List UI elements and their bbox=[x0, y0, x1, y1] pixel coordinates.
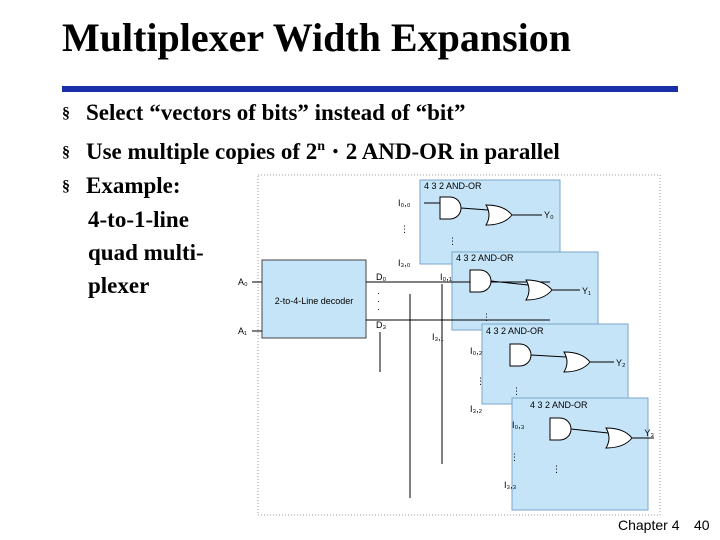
bullet-marker-icon: § bbox=[62, 105, 70, 122]
ellipsis: ⋮ bbox=[552, 464, 561, 474]
decoder-output-d0: D₀ bbox=[376, 272, 386, 282]
bullet-list: § Select “vectors of bits” instead of “bi… bbox=[62, 96, 560, 302]
select-input-a0: A₀ bbox=[238, 277, 248, 287]
output-label: Y₃ bbox=[644, 428, 654, 438]
data-input-label: I₃,₂ bbox=[470, 404, 483, 414]
output-label: Y₀ bbox=[544, 210, 554, 220]
data-input-label: I₀,₀ bbox=[398, 198, 411, 208]
ellipsis: · bbox=[377, 304, 380, 314]
ellipsis: ⋮ bbox=[476, 376, 485, 386]
stage-header: 4 3 2 AND-OR bbox=[530, 400, 588, 410]
bullet-text: Select “vectors of bits” instead of “bit… bbox=[86, 100, 466, 125]
decoder-label: 2-to-4-Line decoder bbox=[275, 296, 354, 306]
stage-panel-2 bbox=[481, 323, 629, 405]
page-number: 40 bbox=[694, 517, 710, 533]
and-gate bbox=[549, 417, 572, 441]
data-input-label: I₀,₃ bbox=[512, 420, 525, 430]
stage-header: 4 3 2 AND-OR bbox=[486, 326, 544, 336]
select-input-a1: A₁ bbox=[238, 326, 247, 336]
wire bbox=[530, 354, 567, 358]
bullet-item: § Select “vectors of bits” instead of “bi… bbox=[62, 96, 560, 130]
or-gate bbox=[485, 204, 513, 226]
bullet-continuation: plexer bbox=[88, 273, 150, 298]
bullet-continuation: 4-to-1-line bbox=[88, 207, 189, 232]
wire bbox=[460, 207, 489, 211]
stage-header: 4 3 2 AND-OR bbox=[456, 253, 514, 263]
data-input-label: I₀,₁ bbox=[440, 272, 452, 282]
exponent: n bbox=[317, 139, 326, 154]
and-gate bbox=[469, 269, 492, 293]
data-input-label: I₀,₂ bbox=[470, 346, 483, 356]
ellipsis: ⋮ bbox=[510, 452, 519, 462]
slide-title: Multiplexer Width Expansion bbox=[62, 15, 572, 60]
ellipsis: ⋮ bbox=[512, 386, 521, 396]
or-gate bbox=[605, 427, 633, 449]
ellipsis: · bbox=[377, 296, 380, 306]
and-gate bbox=[439, 196, 462, 220]
bullet-text-end: ⋅ 2 AND-OR in parallel bbox=[325, 139, 560, 164]
bullet-text: Use multiple copies of 2 bbox=[86, 139, 318, 164]
wire bbox=[570, 428, 609, 434]
data-input-label: I₃,₀ bbox=[398, 258, 411, 268]
output-label: Y₂ bbox=[616, 358, 626, 368]
ellipsis: ⋮ bbox=[400, 224, 409, 234]
title-rule bbox=[62, 86, 678, 92]
figure-frame bbox=[257, 174, 661, 516]
bullet-marker-icon: § bbox=[62, 178, 70, 195]
and-gate bbox=[509, 343, 532, 367]
data-input-label: I₃,₁ bbox=[432, 332, 444, 342]
bullet-marker-icon: § bbox=[62, 144, 70, 161]
or-gate bbox=[525, 279, 553, 301]
stage-panels bbox=[419, 179, 649, 511]
bullet-item: § Example: bbox=[62, 169, 560, 203]
output-label: Y₁ bbox=[582, 286, 591, 296]
or-gate bbox=[563, 351, 591, 373]
mux-diagram: 2-to-4-Line decoder A₀ A₁ D₀ D₃ · · · 4 … bbox=[238, 174, 661, 516]
data-input-label: I₃,₃ bbox=[504, 480, 517, 490]
ellipsis: ⋮ bbox=[482, 312, 491, 322]
ellipsis: · bbox=[377, 288, 380, 298]
decoder-output-d3: D₃ bbox=[376, 320, 386, 330]
stage-panel-3 bbox=[511, 397, 649, 511]
decoder-block bbox=[261, 259, 367, 339]
bullet-item: § Use multiple copies of 2n ⋅ 2 AND-OR in… bbox=[62, 130, 560, 169]
wire bbox=[490, 280, 529, 286]
stage-header: 4 3 2 AND-OR bbox=[424, 181, 482, 191]
bullet-text: Example: bbox=[86, 173, 181, 198]
ellipsis: ⋮ bbox=[448, 236, 457, 246]
bullet-continuation: quad multi- bbox=[88, 240, 204, 265]
footer-chapter: Chapter 4 bbox=[618, 517, 680, 533]
